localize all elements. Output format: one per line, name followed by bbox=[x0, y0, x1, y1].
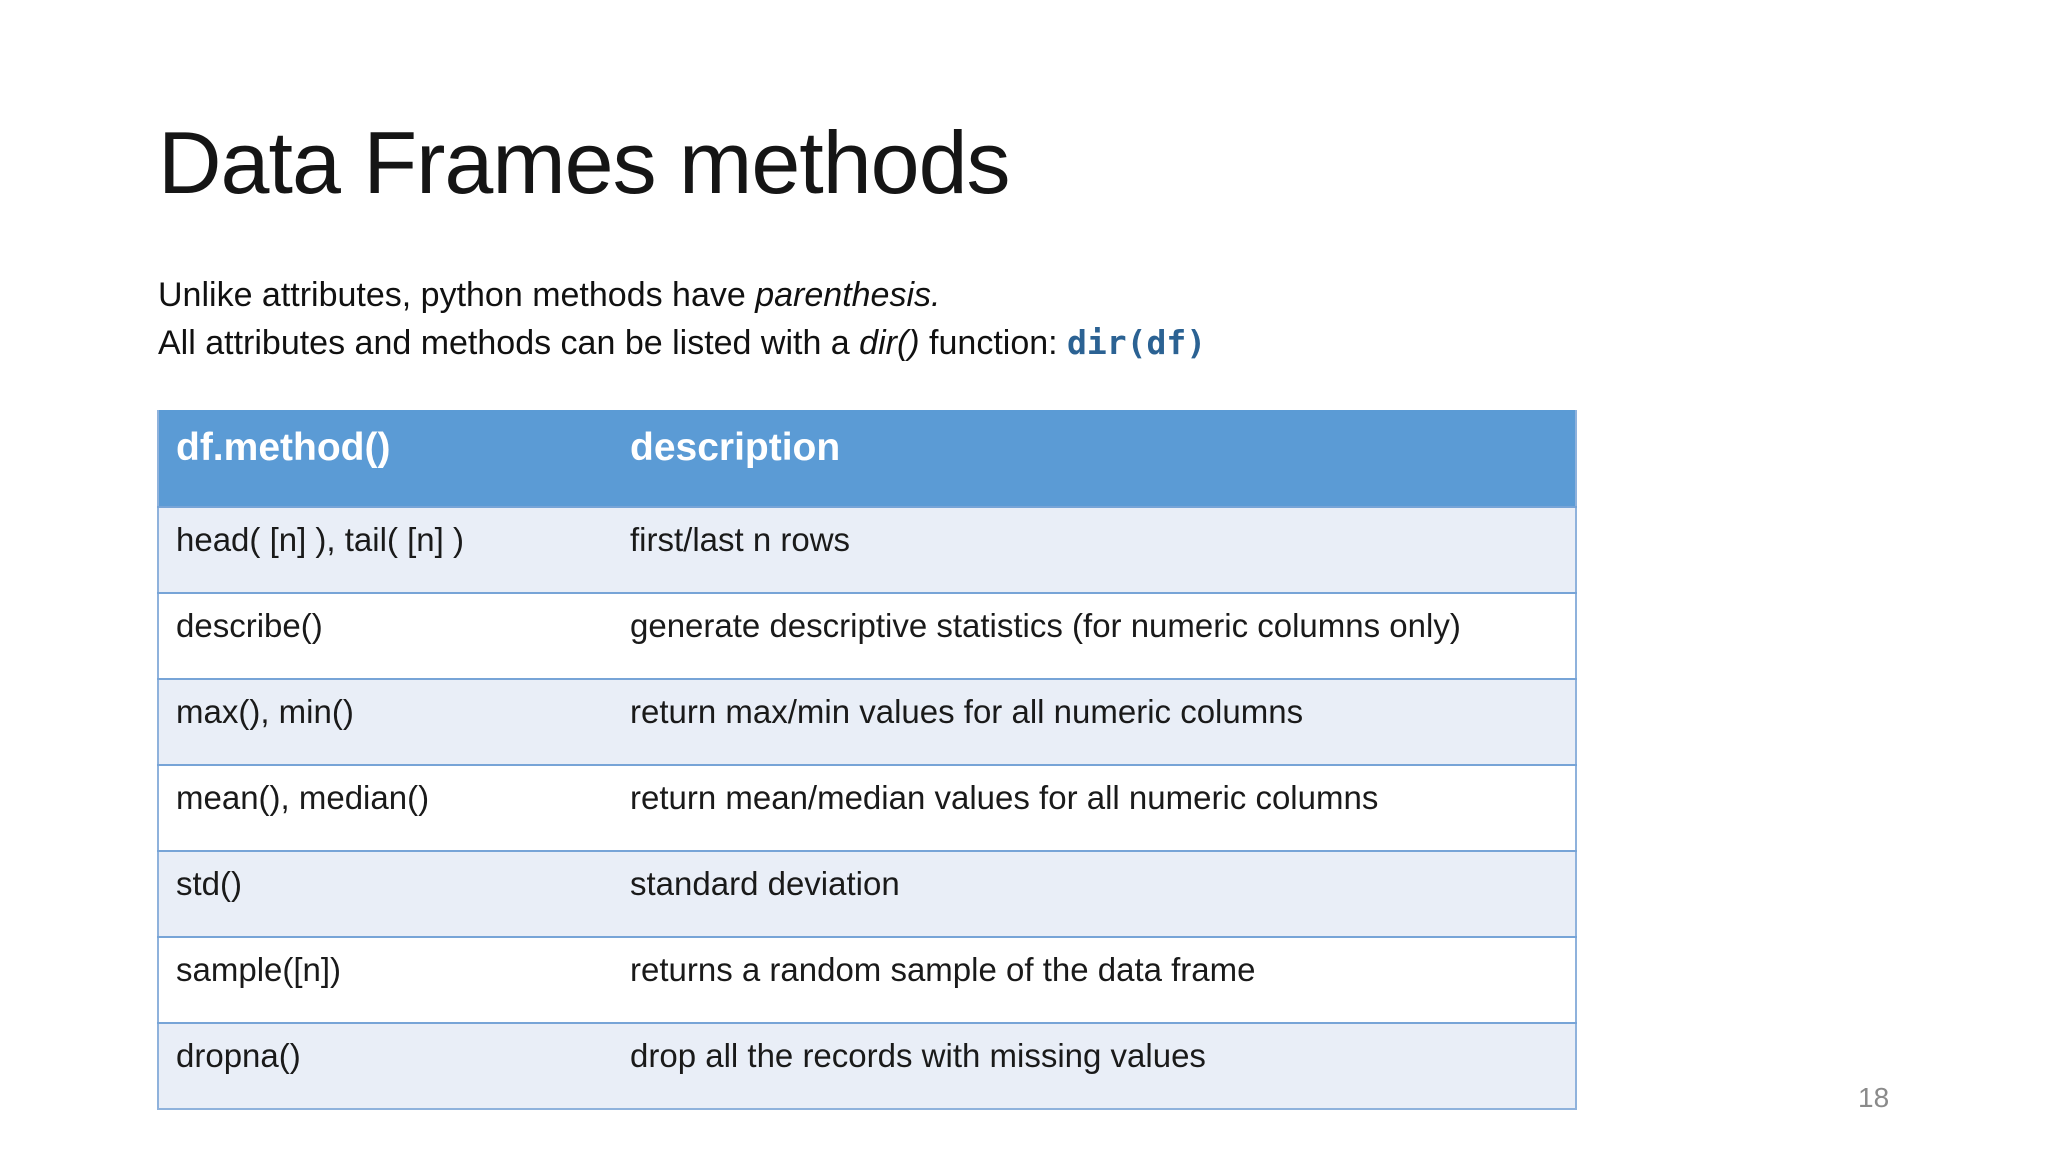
slide-title: Data Frames methods bbox=[158, 113, 1011, 212]
description-cell: returns a random sample of the data fram… bbox=[613, 936, 1576, 1023]
table-row: mean(), median() return mean/median valu… bbox=[158, 764, 1576, 851]
description-cell: first/last n rows bbox=[613, 506, 1576, 593]
description-cell: generate descriptive statistics (for num… bbox=[613, 592, 1576, 679]
description-cell: standard deviation bbox=[613, 850, 1576, 937]
intro-line2-code: dir(df) bbox=[1067, 323, 1207, 362]
page-number: 18 bbox=[1858, 1082, 1890, 1113]
header-method-cell: df.method() bbox=[158, 410, 613, 507]
table-row: head( [n] ), tail( [n] ) first/last n ro… bbox=[158, 506, 1576, 593]
methods-table: df.method() description head( [n] ), tai… bbox=[157, 410, 1577, 1110]
description-cell: drop all the records with missing values bbox=[613, 1022, 1576, 1109]
table-row: std() standard deviation bbox=[158, 850, 1576, 937]
method-cell: mean(), median() bbox=[158, 764, 613, 851]
method-cell: dropna() bbox=[158, 1022, 613, 1109]
table-row: sample([n]) returns a random sample of t… bbox=[158, 936, 1576, 1023]
intro-line2-italic: dir() bbox=[859, 324, 920, 362]
description-cell: return mean/median values for all numeri… bbox=[613, 764, 1576, 851]
method-cell: sample([n]) bbox=[158, 936, 613, 1023]
table-row: describe() generate descriptive statisti… bbox=[158, 592, 1576, 679]
method-cell: head( [n] ), tail( [n] ) bbox=[158, 506, 613, 593]
intro-text: Unlike attributes, python methods have p… bbox=[158, 272, 1206, 367]
intro-line2-text-b: function: bbox=[919, 324, 1068, 362]
table-row: dropna() drop all the records with missi… bbox=[158, 1022, 1576, 1109]
method-cell: max(), min() bbox=[158, 678, 613, 765]
description-cell: return max/min values for all numeric co… bbox=[613, 678, 1576, 765]
method-cell: std() bbox=[158, 850, 613, 937]
intro-line-1: Unlike attributes, python methods have p… bbox=[158, 272, 1206, 319]
method-cell: describe() bbox=[158, 592, 613, 679]
intro-line1-italic: parenthesis. bbox=[755, 276, 941, 314]
intro-line-2: All attributes and methods can be listed… bbox=[158, 319, 1206, 367]
header-description-cell: description bbox=[613, 410, 1576, 507]
intro-line1-text: Unlike attributes, python methods have bbox=[158, 276, 756, 314]
table-header-row: df.method() description bbox=[158, 410, 1576, 507]
table-row: max(), min() return max/min values for a… bbox=[158, 678, 1576, 765]
intro-line2-text-a: All attributes and methods can be listed… bbox=[158, 324, 860, 362]
